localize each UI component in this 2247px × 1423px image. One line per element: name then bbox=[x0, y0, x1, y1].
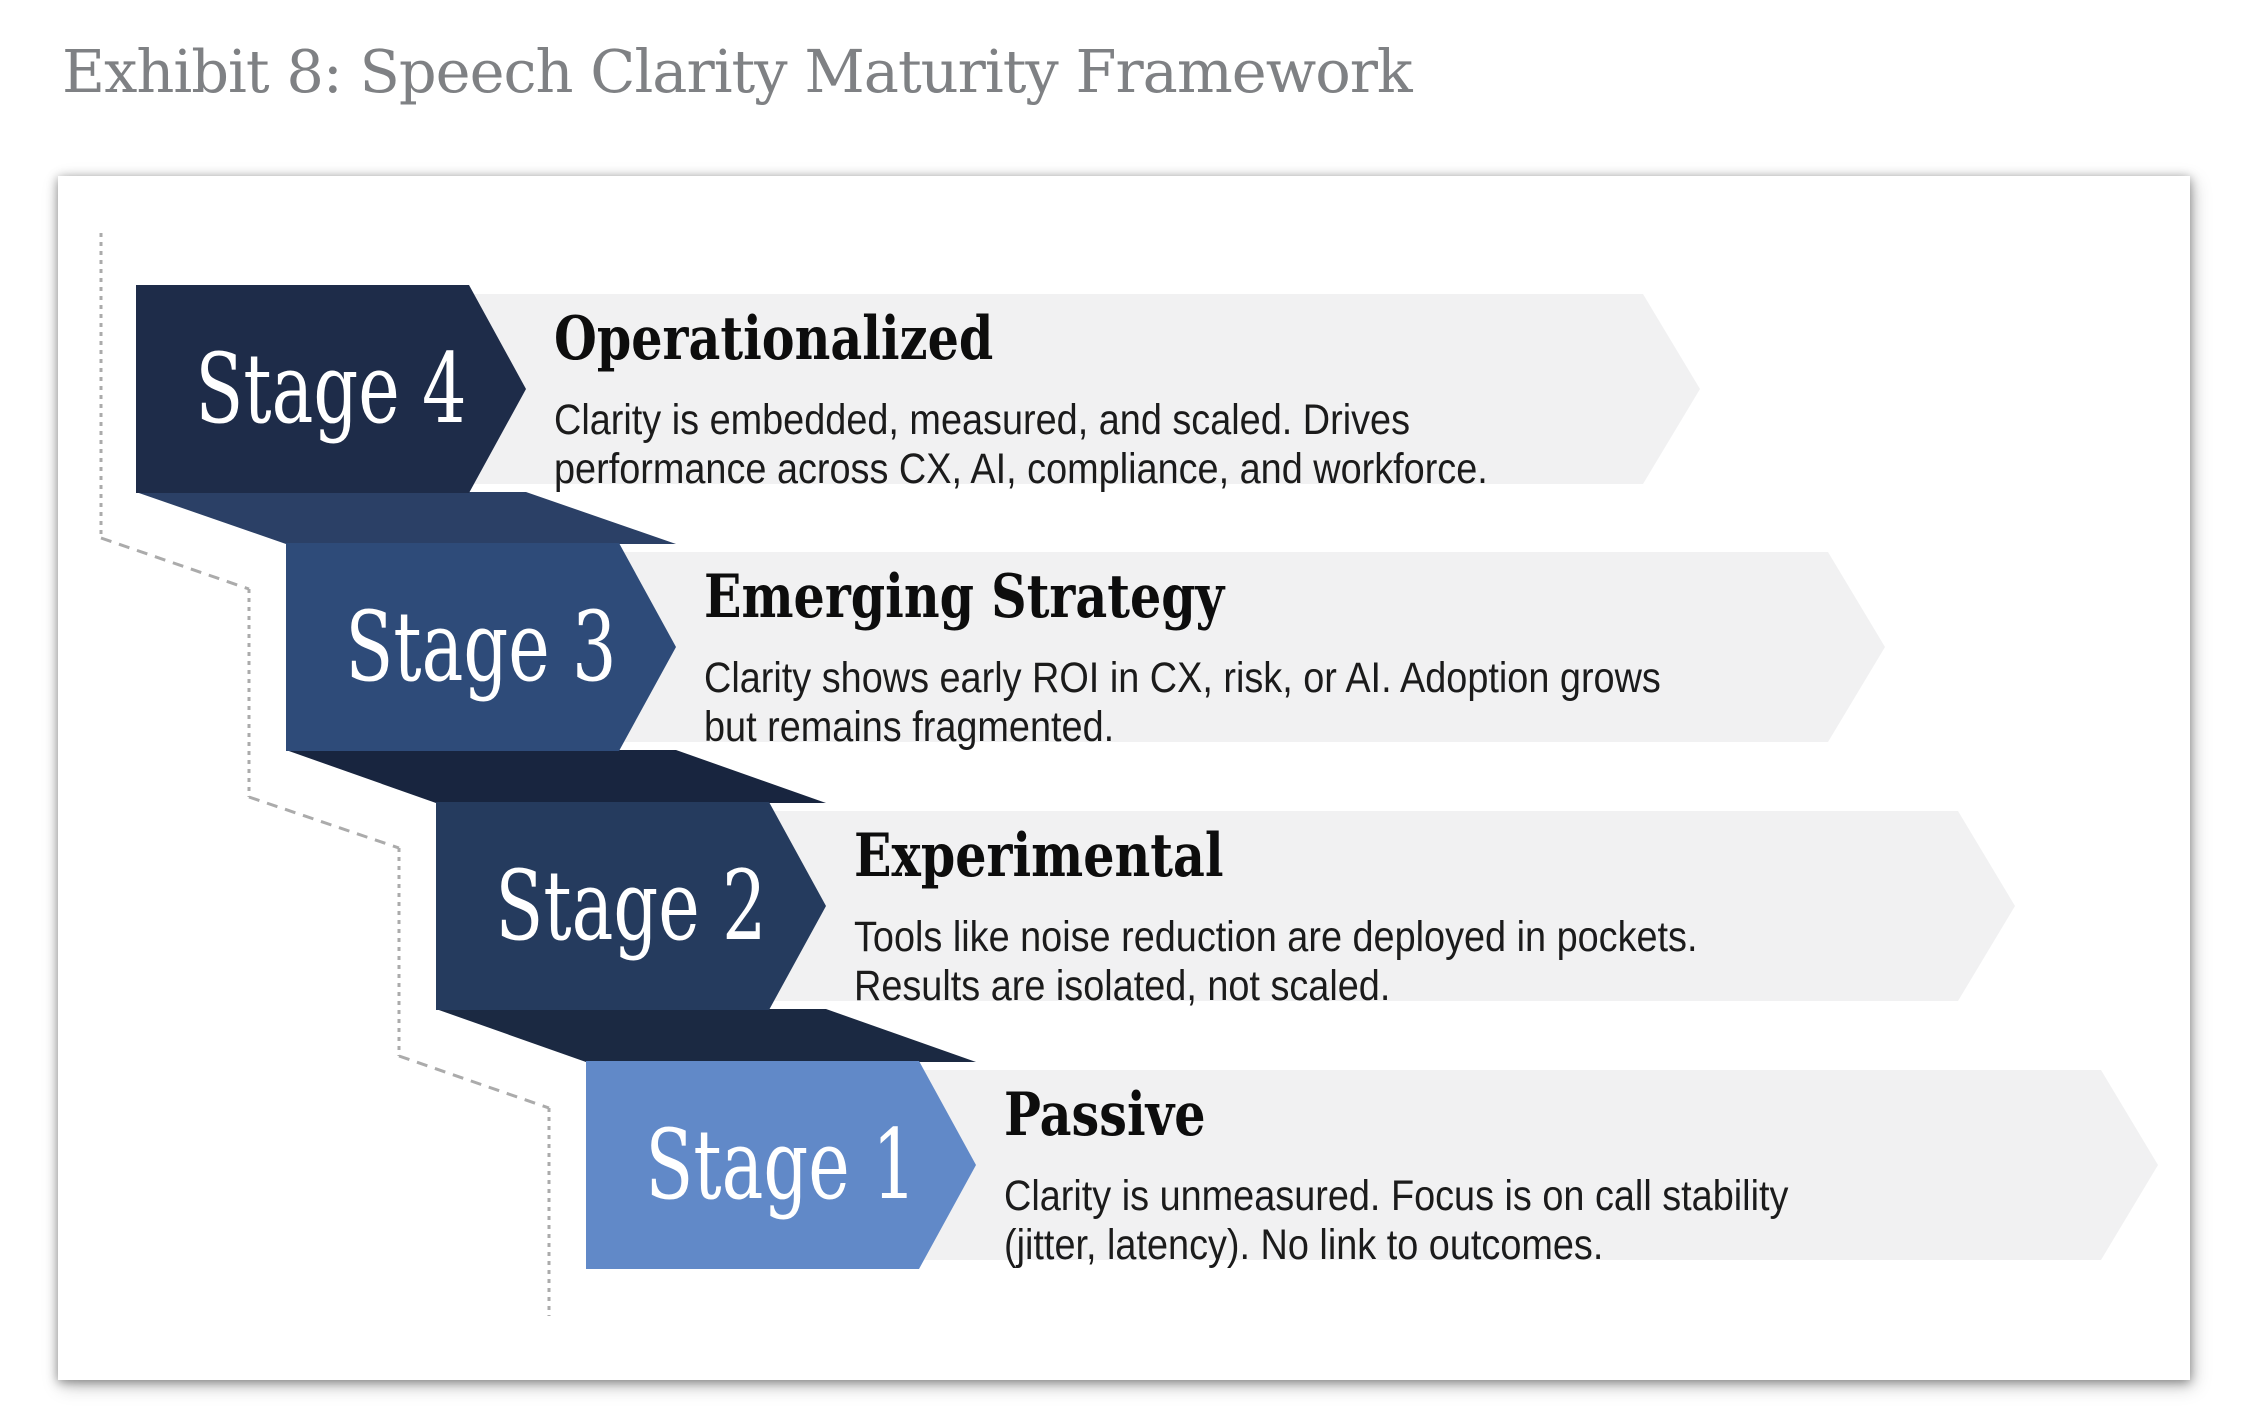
stage1-label: Stage 1 bbox=[645, 1109, 917, 1221]
chevron-stage2 bbox=[436, 802, 826, 1010]
dashed-guide-line bbox=[99, 233, 551, 1316]
description-arrow-stage1 bbox=[906, 1070, 2158, 1260]
description-arrow-stage2 bbox=[756, 811, 2015, 1001]
stage1-description-line1: Clarity is unmeasured. Focus is on call … bbox=[1004, 1172, 1789, 1220]
stage3-description: Clarity shows early ROI in CX, risk, or … bbox=[704, 654, 1661, 752]
stage1-description-line2: (jitter, latency). No link to outcomes. bbox=[1004, 1221, 1604, 1269]
connector-stage2-stage1 bbox=[436, 1009, 976, 1062]
stage2-description-line1: Tools like noise reduction are deployed … bbox=[854, 913, 1698, 961]
stage4-description: Clarity is embedded, measured, and scale… bbox=[554, 396, 1488, 494]
stage2-description-line2: Results are isolated, not scaled. bbox=[854, 962, 1391, 1010]
description-arrow-stage3 bbox=[606, 552, 1885, 742]
chevron-stage3 bbox=[286, 543, 676, 751]
chevron-stage1 bbox=[586, 1061, 976, 1269]
stage3-label: Stage 3 bbox=[345, 591, 617, 703]
stage4-description-line1: Clarity is embedded, measured, and scale… bbox=[554, 396, 1411, 444]
chevron-stage4 bbox=[136, 285, 526, 493]
stage1-description: Clarity is unmeasured. Focus is on call … bbox=[1004, 1172, 1788, 1270]
stage4-heading: Operationalized bbox=[554, 304, 994, 374]
stage3-description-line2: but remains fragmented. bbox=[704, 703, 1115, 751]
connector-stage4-stage3 bbox=[136, 492, 676, 544]
stage2-label: Stage 2 bbox=[495, 850, 767, 962]
connector-stage3-stage2 bbox=[286, 750, 826, 803]
stage4-description-line2: performance across CX, AI, compliance, a… bbox=[554, 445, 1488, 493]
description-arrow-stage4 bbox=[456, 294, 1700, 484]
stage4-label: Stage 4 bbox=[195, 333, 467, 445]
stage3-description-line1: Clarity shows early ROI in CX, risk, or … bbox=[704, 654, 1661, 702]
stage2-heading: Experimental bbox=[854, 821, 1224, 891]
exhibit-title: Exhibit 8: Speech Clarity Maturity Frame… bbox=[62, 37, 1413, 106]
stage1-heading: Passive bbox=[1004, 1080, 1206, 1150]
stage2-description: Tools like noise reduction are deployed … bbox=[854, 913, 1697, 1011]
stage3-heading: Emerging Strategy bbox=[704, 562, 1225, 632]
dashed-guide-diagonal-segments bbox=[100, 536, 550, 1110]
